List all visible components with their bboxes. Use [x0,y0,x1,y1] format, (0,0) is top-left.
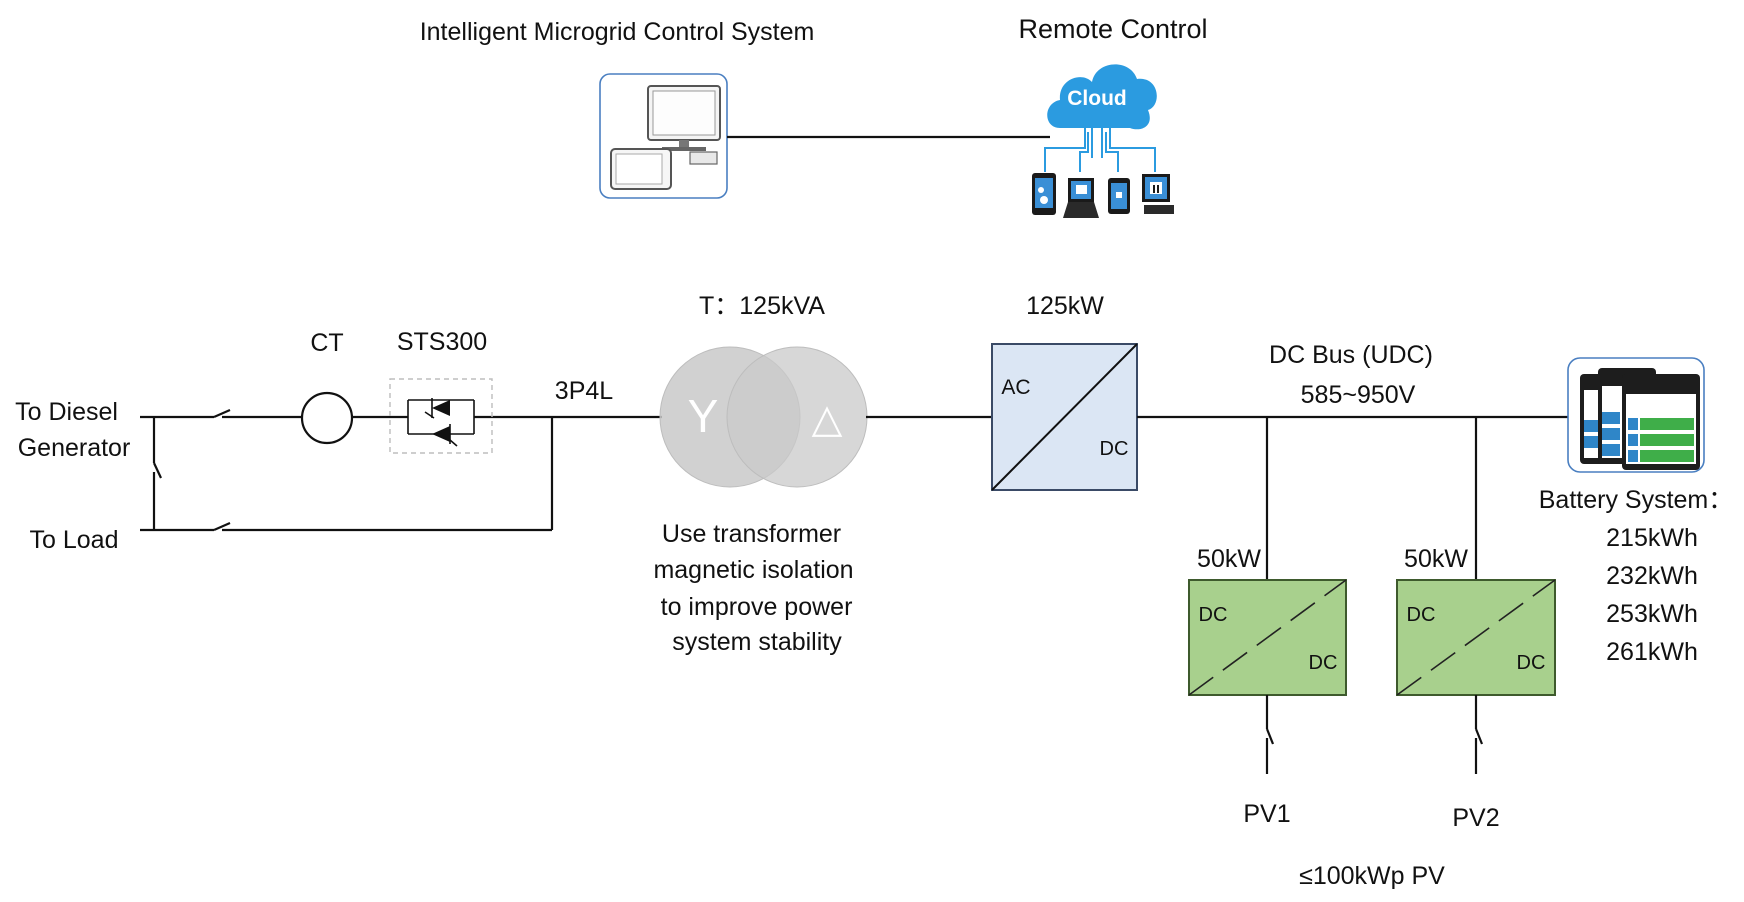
tablet-device-icon [1108,178,1130,214]
transformer-primary-symbol: Y [688,390,719,442]
dcdc-converter-1: DC DC [1188,579,1347,696]
battery-capacity-4: 261kWh [1606,638,1698,666]
dc-bus-voltage: 585~950V [1301,381,1416,409]
bypass-switch [153,462,162,479]
transformer-note-line2: magnetic isolation [653,556,853,584]
battery-capacity-1: 215kWh [1606,524,1698,552]
pv-total-label: ≤100kWp PV [1299,862,1445,890]
dcdc2-rating: 50kW [1404,545,1468,573]
transformer-secondary-symbol: △ [812,397,843,441]
cloud-label: Cloud [1067,87,1126,110]
transformer-note-line1: Use transformer [662,520,841,548]
dcdc-converter-2: DC DC [1396,579,1556,696]
dcdc1-rating: 50kW [1197,545,1261,573]
battery-capacity-2: 232kWh [1606,562,1698,590]
transformer-note-line3: to improve power [661,593,853,621]
desktop-icon [1142,174,1174,214]
battery-title: Battery System： [1539,486,1734,514]
transformer-symbol: Y △ [659,346,868,488]
ac-switch-diesel [213,408,231,419]
ct-label: CT [310,329,343,357]
transformer-note: Use transformer magnetic isolation to im… [653,520,860,656]
load-switch [213,521,231,532]
pcs-rating: 125kW [1026,292,1104,320]
dc-bus-label: DC Bus (UDC) [1269,341,1433,369]
pv2-switch [1474,728,1484,745]
diesel-label: To Diesel Generator [15,398,130,462]
control-system-icon [599,73,728,199]
dcdc2-out-label: DC [1517,652,1546,674]
wiring-label: 3P4L [555,377,613,405]
ct-symbol [300,391,354,445]
dcdc1-out-label: DC [1309,652,1338,674]
battery-capacity-3: 253kWh [1606,600,1698,628]
cloud-connections [1044,120,1156,172]
phone-icon [1032,173,1056,215]
diesel-label-line2: Generator [18,434,131,462]
transformer-rating: T：125kVA [699,292,825,320]
transformer-note-line4: system stability [672,628,842,656]
pcs-converter: AC DC [991,343,1138,491]
control-system-title: Intelligent Microgrid Control System [420,18,815,46]
load-label: To Load [30,526,119,554]
pv1-label: PV1 [1243,800,1290,828]
diesel-label-line1: To Diesel [15,398,118,426]
laptop-icon [1063,178,1099,218]
dcdc2-in-label: DC [1407,604,1436,626]
tablet-icon [610,148,672,190]
pcs-dc-label: DC [1100,438,1129,460]
remote-control-title: Remote Control [1018,14,1207,44]
pv2-label: PV2 [1452,804,1499,832]
pcs-ac-label: AC [1001,376,1030,399]
battery-icon [1567,357,1705,473]
monitor-icon [647,85,721,165]
thyristor-icon [389,378,493,454]
sts-label: STS300 [397,328,487,356]
cloud-icon: Cloud [1047,64,1157,130]
dcdc1-in-label: DC [1199,604,1228,626]
pv1-switch [1265,728,1275,745]
